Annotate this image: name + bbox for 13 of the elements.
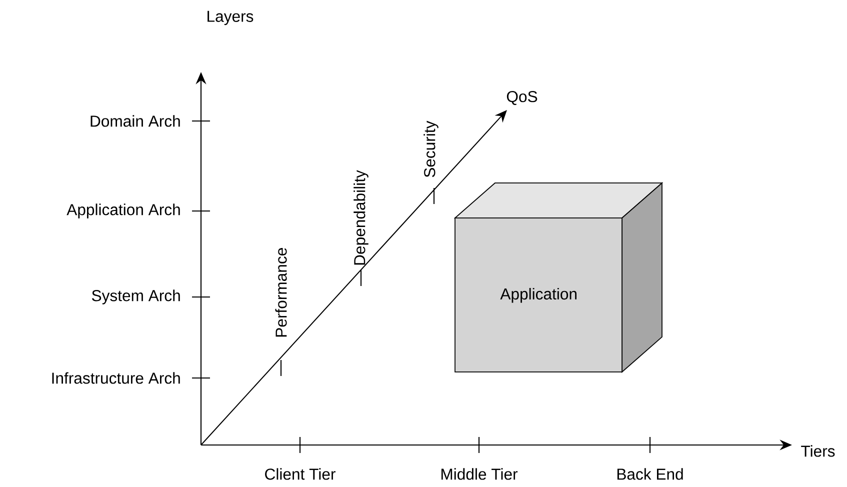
tick-label: Infrastructure Arch [52,372,180,384]
tick-label: Application Arch [66,204,180,218]
axis-title: QoS [506,90,538,105]
tick-label: Security [424,120,438,178]
axis-title: Tiers [801,445,835,457]
tick-label: Domain Arch [90,115,180,127]
tick-label: Back End [617,468,683,480]
tick-label: Performance [275,248,287,337]
tick-label: Middle Tier [441,468,518,480]
axis-title: Layers [208,10,254,26]
tick-label: System Arch [92,290,180,304]
tick-label: Client Tier [265,468,336,480]
tick-label: Dependability [354,170,368,265]
